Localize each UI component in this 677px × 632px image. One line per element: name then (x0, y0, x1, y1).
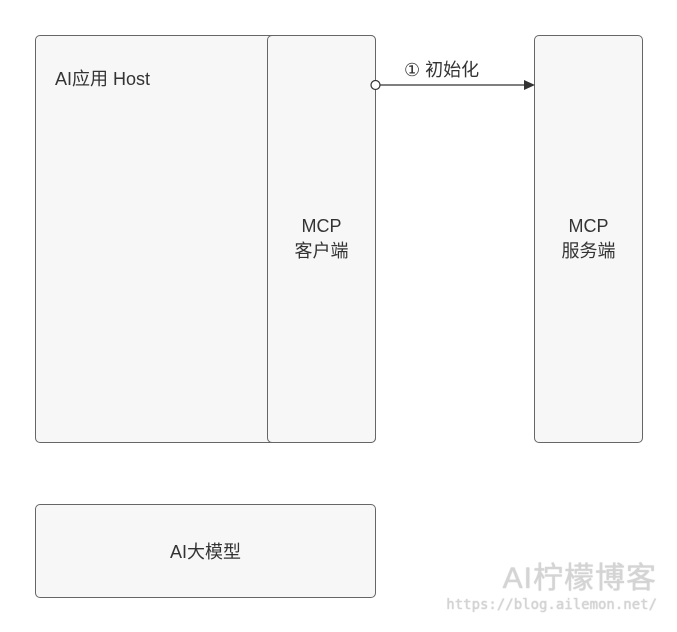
mcp-server-box: MCP 服务端 (534, 35, 643, 443)
mcp-server-label-line2: 服务端 (561, 241, 616, 261)
mcp-server-label-line1: MCP (568, 216, 609, 236)
watermark-title: AI柠檬博客 (502, 562, 657, 595)
ai-llm-box: AI大模型 (35, 504, 376, 598)
mcp-client-label-line1: MCP (301, 216, 342, 236)
mcp-client-label-line2: 客户端 (294, 241, 349, 261)
watermark-url: https://blog.ailemon.net/ (446, 597, 657, 613)
ai-llm-label: AI大模型 (169, 542, 241, 562)
init-edge-label: ① 初始化 (404, 60, 480, 80)
watermark: AI柠檬博客 https://blog.ailemon.net/ (446, 562, 657, 614)
mcp-client-box: MCP 客户端 (267, 35, 376, 443)
ai-app-host-title: AI应用 Host (55, 69, 151, 89)
